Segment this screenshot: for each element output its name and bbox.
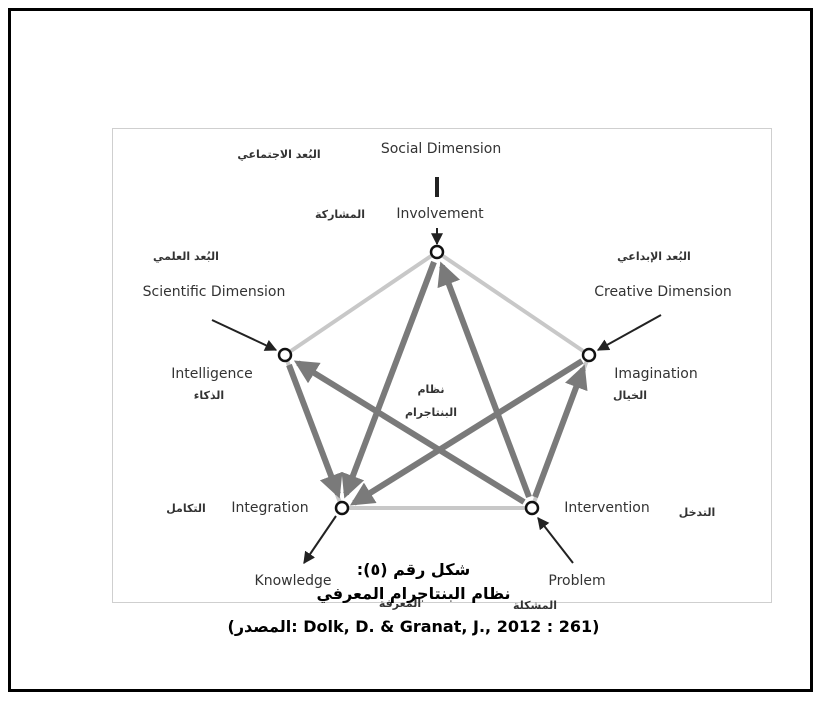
intelligence-label: Intelligence <box>171 366 252 382</box>
social-dimension-label: Social Dimension <box>381 141 501 157</box>
node-integration <box>334 500 350 516</box>
figure-caption-title: شكل رقم (٥): <box>356 560 471 579</box>
imagination-ar-label: الخيال <box>613 389 647 402</box>
center-label-line2: البنتاجرام <box>405 406 457 419</box>
intelligence-ar-label: الذكاء <box>194 389 224 402</box>
intervention-ar-label: التدخل <box>679 506 716 519</box>
pentagram-nodes <box>277 244 597 516</box>
social-dimension-ar-label: البُعد الاجتماعي <box>237 148 320 161</box>
node-involvement <box>429 244 445 260</box>
figure-box <box>112 128 772 603</box>
problem-ar-label: المشكلة <box>513 599 557 612</box>
integration-ar-label: التكامل <box>166 502 206 515</box>
arrow-intervention-to-involvement <box>437 261 532 499</box>
imagination-label: Imagination <box>614 366 697 382</box>
integration-label: Integration <box>231 500 308 516</box>
creative-dimension-ar-label: البُعد الإبداعي <box>617 250 691 263</box>
node-intelligence <box>277 347 293 363</box>
involvement-ar-label: المشاركة <box>315 208 365 221</box>
intervention-label: Intervention <box>564 500 649 516</box>
star-arrows <box>286 260 588 506</box>
knowledge-label: Knowledge <box>255 573 332 589</box>
arrow-involvement-to-integration <box>341 260 437 499</box>
center-label-line1: نظام <box>417 383 444 396</box>
arrow-imagination-to-integration <box>349 358 584 506</box>
creative-dimension-label: Creative Dimension <box>594 284 732 300</box>
involvement-label: Involvement <box>396 206 484 222</box>
arrow-intelligence-to-integration <box>286 363 343 499</box>
problem-label: Problem <box>548 573 605 589</box>
figure-caption-subtitle: نظام البنتاجرام المعرفي <box>316 584 511 603</box>
external-arrows <box>211 228 662 564</box>
scientific-dimension-label: Scientific Dimension <box>143 284 286 300</box>
arrow-intervention-to-imagination <box>532 364 588 499</box>
knowledge-ar-label: المعرفة <box>379 597 421 610</box>
node-imagination <box>581 347 597 363</box>
arrow-intervention-to-intelligence <box>293 360 526 505</box>
figure-source-citation: (المصدر: Dolk, D. & Granat, J., 2012 : 2… <box>227 617 600 636</box>
scientific-dimension-ar-label: البُعد العلمي <box>153 250 219 263</box>
node-intervention <box>524 500 540 516</box>
